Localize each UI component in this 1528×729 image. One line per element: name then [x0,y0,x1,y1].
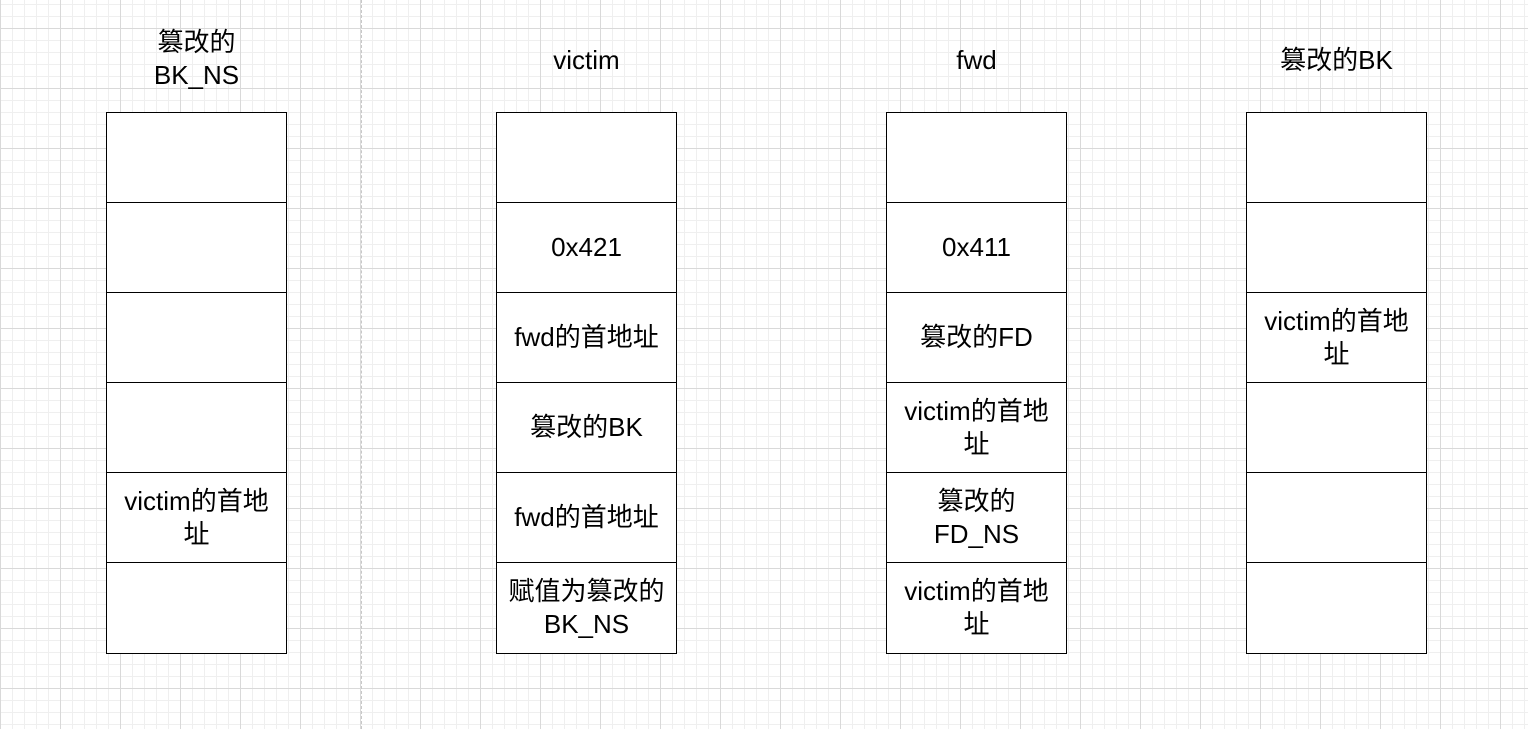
column-title: 篡改的BK [1280,45,1393,75]
chunk-cell [1247,113,1426,203]
memory-chunk: 0x411 篡改的FD victim的首地 址 篡改的 FD_NS victim… [886,112,1067,654]
chunk-cell [107,383,286,473]
grid-divider [361,0,362,729]
chunk-cell [1247,473,1426,563]
chunk-cell [107,203,286,293]
chunk-cell: victim的首地 址 [107,473,286,563]
memory-chunk: victim的首地 址 [1246,112,1427,654]
chunk-cell: fwd的首地址 [497,293,676,383]
column-title: fwd [956,45,997,75]
chunk-cell: 篡改的FD [887,293,1066,383]
chunk-cell [1247,203,1426,293]
chunk-cell: 篡改的 FD_NS [887,473,1066,563]
memory-chunk: 0x421 fwd的首地址 篡改的BK fwd的首地址 赋值为篡改的 BK_NS [496,112,677,654]
chunk-cell: 0x421 [497,203,676,293]
chunk-cell [107,293,286,383]
chunk-cell: victim的首地 址 [1247,293,1426,383]
chunk-cell: 0x411 [887,203,1066,293]
chunk-cell [497,113,676,203]
chunk-cell [107,563,286,653]
chunk-cell [1247,383,1426,473]
chunk-cell: fwd的首地址 [497,473,676,563]
column-title: 篡改的 BK_NS [153,27,240,90]
chunk-cell [887,113,1066,203]
chunk-cell: 赋值为篡改的 BK_NS [508,576,665,639]
chunk-cell [1247,563,1426,653]
chunk-cell: victim的首地 址 [904,576,1049,639]
chunk-cell: 篡改的BK [497,383,676,473]
chunk-cell: victim的首地 址 [887,383,1066,473]
column-title: victim [553,45,620,75]
memory-chunk: victim的首地 址 [106,112,287,654]
chunk-cell [107,113,286,203]
